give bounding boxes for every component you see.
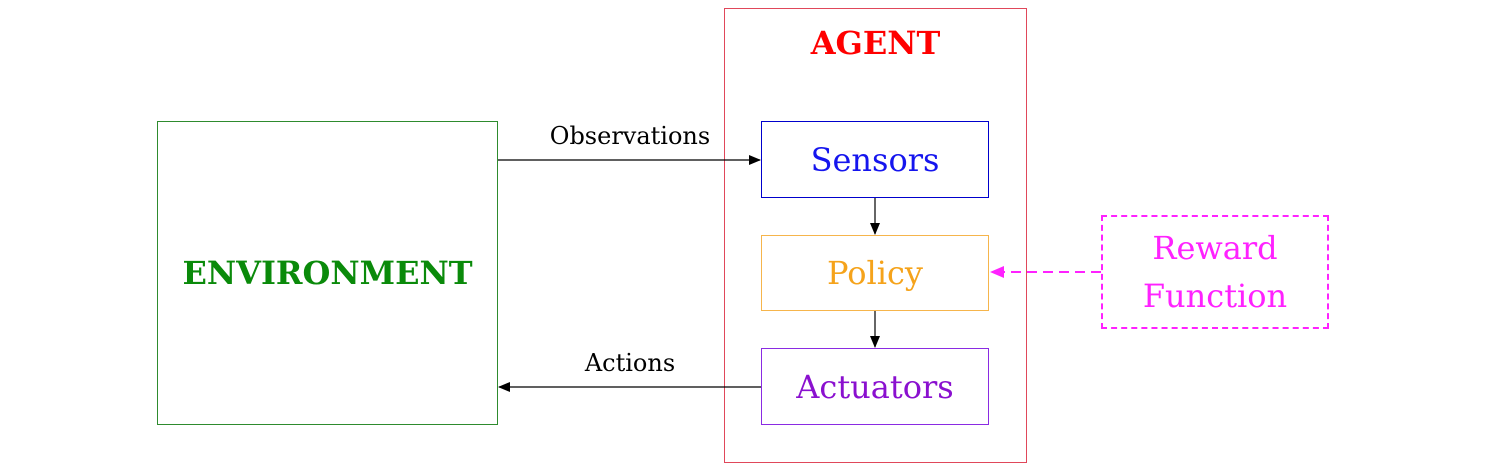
agent-title: AGENT xyxy=(810,24,941,62)
reward-label-line2: Function xyxy=(1142,277,1288,315)
sensors-node: Sensors xyxy=(761,121,989,198)
reward-function-node: Reward Function xyxy=(1101,215,1329,329)
reward-label-line1: Reward xyxy=(1152,229,1278,267)
actuators-node: Actuators xyxy=(761,348,989,425)
observations-label: Observations xyxy=(549,122,711,150)
environment-label: ENVIRONMENT xyxy=(182,254,473,292)
sensors-label: Sensors xyxy=(810,140,940,179)
actuators-label: Actuators xyxy=(796,367,954,406)
agent-container xyxy=(724,8,1027,463)
environment-node: ENVIRONMENT xyxy=(157,121,498,425)
policy-label: Policy xyxy=(827,254,923,292)
actions-label: Actions xyxy=(584,349,676,377)
policy-node: Policy xyxy=(761,235,989,311)
